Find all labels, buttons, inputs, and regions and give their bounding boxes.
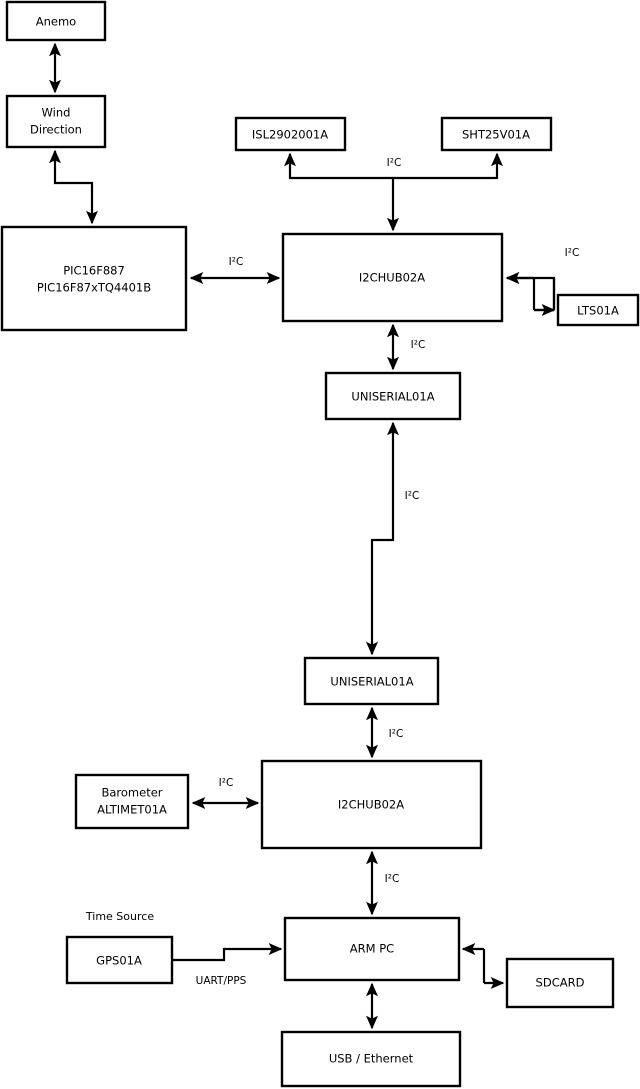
node-pic-mcu-label-line2: PIC16F87xTQ4401B [37,281,151,295]
node-pic-mcu-label-line1: PIC16F887 [63,264,125,278]
node-i2chub02a-top-label: I2CHUB02A [359,271,425,285]
edge-label-gps-armpc: UART/PPS [196,975,247,987]
node-anemo[interactable]: Anemo [5,0,107,42]
node-i2chub02a-bottom-label: I2CHUB02A [338,798,404,812]
node-arm-pc[interactable]: ARM PC [283,916,461,982]
edge-hubtop-lts-in [505,271,556,310]
node-sht25v01a-label: SHT25V01A [462,128,530,142]
label-time-source: Time Source [85,910,154,923]
edge-labels-layer: I²C I²C I²C I²C I²C I²C I²C I²C UART/PPS [196,157,580,987]
node-wind-direction-label-line1: Wind [42,106,71,120]
edge-bus-sht [393,152,504,180]
node-wind-direction-label-line2: Direction [30,123,82,137]
node-barometer-label-line1: Barometer [101,786,162,800]
node-isl2902001a-label: ISL2902001A [252,128,328,142]
edge-label-pic-hub: I²C [229,256,244,268]
node-sdcard-label: SDCARD [536,976,585,990]
node-usb-ethernet-label: USB / Ethernet [329,1052,414,1066]
node-wind-direction[interactable]: Wind Direction [5,94,107,149]
node-sht25v01a[interactable]: SHT25V01A [440,116,553,152]
edge-label-isl-sht-bus: I²C [387,157,402,169]
node-uniserial01a-top[interactable]: UNISERIAL01A [324,371,462,421]
node-isl2902001a[interactable]: ISL2902001A [234,116,347,152]
edge-label-uniserial-link: I²C [405,490,420,502]
node-barometer[interactable]: Barometer ALTIMET01A [74,773,190,830]
node-pic-mcu[interactable]: PIC16F887 PIC16F87xTQ4401B [0,225,188,332]
node-usb-ethernet[interactable]: USB / Ethernet [280,1030,462,1088]
node-gps01a[interactable]: GPS01A [65,935,174,985]
edges-layer [48,42,556,1030]
edge-gps-armpc [172,942,283,962]
node-lts01a[interactable]: LTS01A [556,293,640,327]
node-sdcard[interactable]: SDCARD [505,957,615,1009]
node-anemo-label: Anemo [36,15,76,29]
node-i2chub02a-bottom[interactable]: I2CHUB02A [260,759,483,850]
edge-label-hub2-armpc: I²C [385,873,400,885]
node-arm-pc-label: ARM PC [350,942,394,956]
node-uniserial01a-bottom-label: UNISERIAL01A [330,675,413,689]
node-i2chub02a-top[interactable]: I2CHUB02A [281,232,504,323]
edge-wind-pic [48,149,99,225]
node-barometer-label-line2: ALTIMET01A [97,803,167,817]
node-lts01a-label: LTS01A [577,304,619,318]
node-uniserial01a-bottom[interactable]: UNISERIAL01A [303,656,440,706]
edge-label-hub-lts: I²C [565,247,580,259]
node-gps01a-label: GPS01A [96,954,142,968]
edge-label-barometer-hub2: I²C [219,777,234,789]
node-uniserial01a-top-label: UNISERIAL01A [351,390,434,404]
edge-uniserial-link [365,421,400,656]
free-labels-layer: Time Source [85,910,154,923]
edge-label-uniserial-hub2: I²C [389,728,404,740]
edge-hubtop-bus [283,152,400,232]
edge-label-hub-uniserial: I²C [411,339,426,351]
